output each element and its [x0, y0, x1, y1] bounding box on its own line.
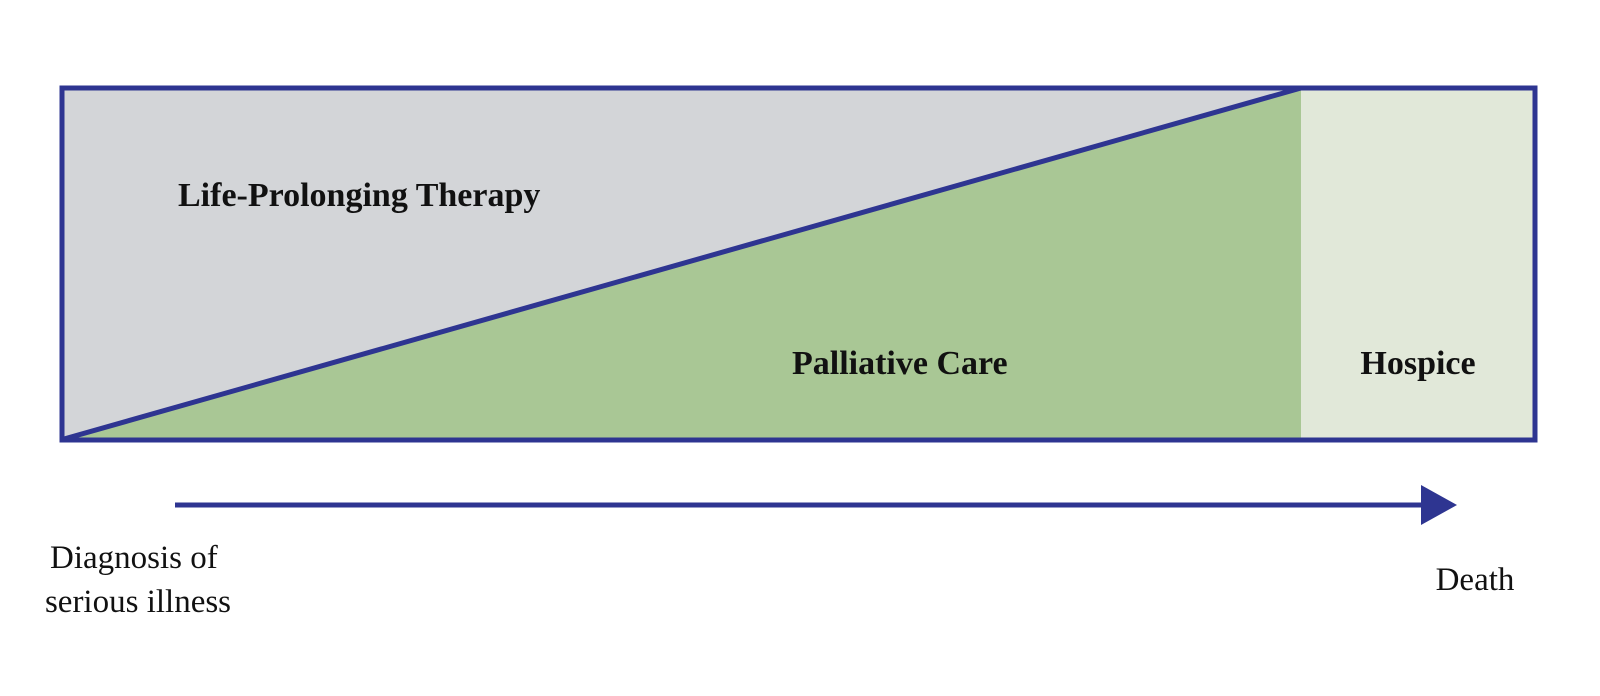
hospice-label: Hospice [1360, 345, 1475, 382]
start-label: Diagnosis of serious illness [45, 540, 231, 620]
end-label: Death [1436, 562, 1515, 598]
diagram-frame [59, 85, 1538, 443]
palliative-label: Palliative Care [792, 345, 1008, 382]
divider-line [63, 85, 1302, 442]
start-label-line2: serious illness [45, 584, 231, 620]
start-label-line1: Diagnosis of [50, 540, 218, 576]
life-prolonging-label: Life-Prolonging Therapy [178, 177, 540, 214]
timeline-arrowhead [1421, 485, 1457, 525]
hospice-region [1301, 88, 1535, 440]
